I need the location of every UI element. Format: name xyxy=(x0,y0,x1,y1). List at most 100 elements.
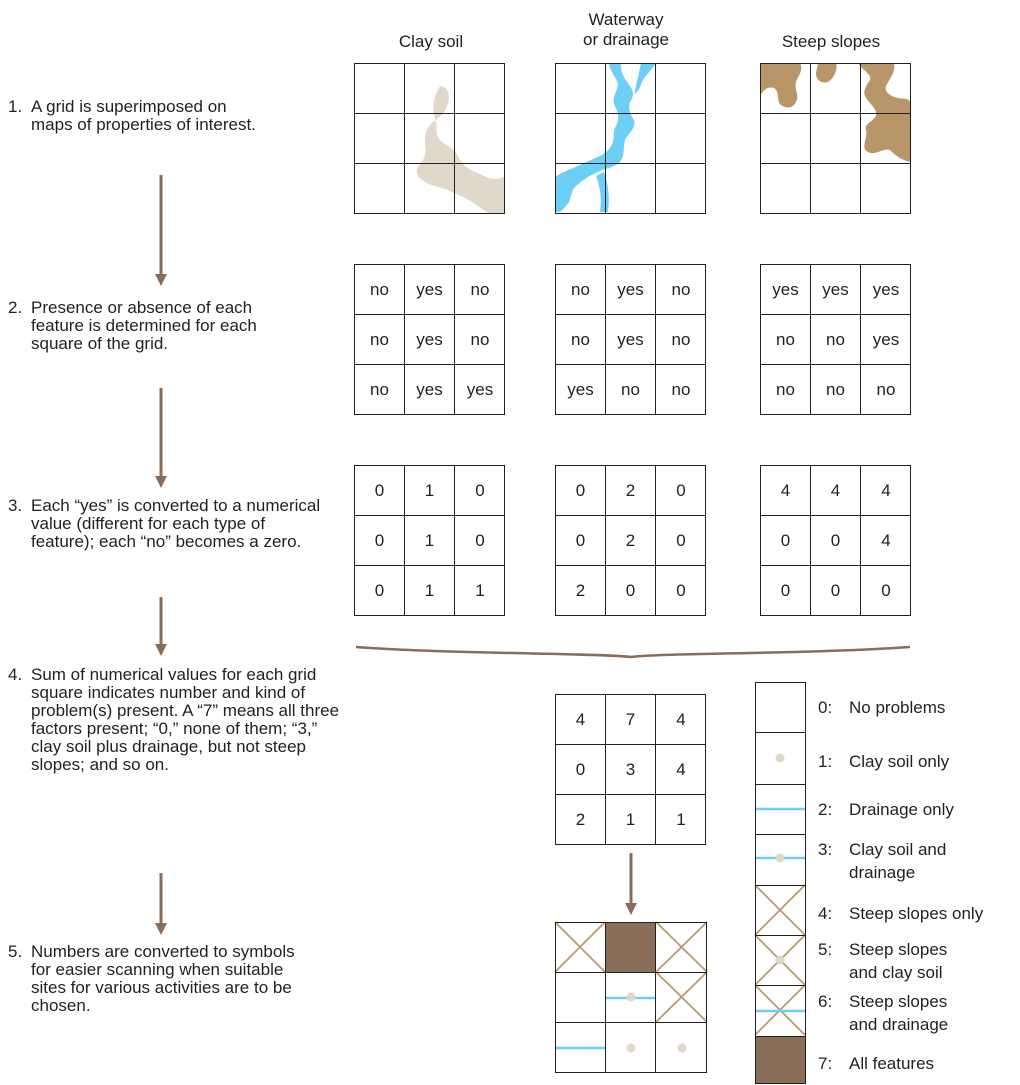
grid-cell: 2 xyxy=(606,516,656,566)
legend-text: Clay soil only xyxy=(849,750,949,773)
legend-item-3: 3: Clay soil and drainage xyxy=(818,838,968,884)
grid-cell: 4 xyxy=(761,466,811,516)
grid-cell: 4 xyxy=(861,466,911,516)
legend-column xyxy=(755,682,806,1084)
grid-cell: yes xyxy=(556,365,606,415)
grid-cell: 0 xyxy=(656,516,706,566)
value-grid-waterway: 0 2 0 0 2 0 2 0 0 xyxy=(555,465,706,616)
grid-cell: no xyxy=(355,315,405,365)
grid-cell: 4 xyxy=(861,516,911,566)
grid-cell: no xyxy=(811,315,861,365)
grid-cell: no xyxy=(656,265,706,315)
sum-to-symbol-arrow xyxy=(625,853,637,915)
grid-cell: 1 xyxy=(606,795,656,845)
sum-grid: 4 7 4 0 3 4 2 1 1 xyxy=(555,694,706,845)
grid-cell: no xyxy=(455,265,505,315)
grid-cell: 1 xyxy=(405,566,455,616)
legend-text: Steep slopes and drainage xyxy=(849,990,978,1036)
grid-cell: 7 xyxy=(606,695,656,745)
grid-cell: 0 xyxy=(761,516,811,566)
legend-text: Steep slopes only xyxy=(849,902,983,925)
legend-item-2: 2: Drainage only xyxy=(818,798,954,821)
grid-cell: 0 xyxy=(761,566,811,616)
grid-cell: 0 xyxy=(556,745,606,795)
legend-item-6: 6: Steep slopes and drainage xyxy=(818,990,978,1036)
legend-text: Steep slopes and clay soil xyxy=(849,938,978,984)
summing-brace xyxy=(356,647,910,657)
grid-cell: yes xyxy=(455,365,505,415)
grid-cell: 0 xyxy=(455,466,505,516)
legend-key: 3: xyxy=(818,838,832,861)
grid-cell: 0 xyxy=(811,516,861,566)
grid-cell: 1 xyxy=(455,566,505,616)
step-arrow-4 xyxy=(155,873,167,935)
legend-text: Clay soil and drainage xyxy=(849,838,968,884)
grid-cell: 2 xyxy=(556,795,606,845)
presence-grid-clay: no yes no no yes no no yes yes xyxy=(354,264,505,415)
symbol-grid xyxy=(555,922,707,1073)
grid-cell: 4 xyxy=(556,695,606,745)
step-arrow-2 xyxy=(155,388,167,488)
grid-cell: no xyxy=(355,265,405,315)
grid-cell: no xyxy=(761,365,811,415)
legend-key: 6: xyxy=(818,990,832,1013)
grid-cell: yes xyxy=(811,265,861,315)
grid-cell: 2 xyxy=(606,466,656,516)
grid-cell: yes xyxy=(606,265,656,315)
grid-cell: 0 xyxy=(355,466,405,516)
grid-cell: no xyxy=(761,315,811,365)
grid-cell: 4 xyxy=(656,695,706,745)
map-grid-slopes xyxy=(760,63,911,214)
grid-cell: no xyxy=(556,265,606,315)
grid-cell: no xyxy=(556,315,606,365)
grid-cell: no xyxy=(811,365,861,415)
grid-cell: 0 xyxy=(656,566,706,616)
legend-item-1: 1: Clay soil only xyxy=(818,750,949,773)
grid-cell: yes xyxy=(861,315,911,365)
grid-cell: 1 xyxy=(405,516,455,566)
legend-key: 1: xyxy=(818,750,832,773)
grid-cell: 4 xyxy=(811,466,861,516)
presence-grid-waterway: no yes no no yes no yes no no xyxy=(555,264,706,415)
grid-cell: yes xyxy=(405,365,455,415)
grid-cell: 2 xyxy=(556,566,606,616)
grid-cell: 0 xyxy=(556,516,606,566)
legend-item-0: 0: No problems xyxy=(818,696,945,719)
legend-item-5: 5: Steep slopes and clay soil xyxy=(818,938,978,984)
value-grid-slopes: 4 4 4 0 0 4 0 0 0 xyxy=(760,465,911,616)
legend-text: Drainage only xyxy=(849,798,954,821)
map-grid-waterway xyxy=(555,63,706,214)
grid-cell: 4 xyxy=(656,745,706,795)
grid-cell: no xyxy=(656,315,706,365)
step-arrow-3 xyxy=(155,597,167,656)
grid-cell: 0 xyxy=(556,466,606,516)
legend-key: 4: xyxy=(818,902,832,925)
grid-cell: yes xyxy=(761,265,811,315)
grid-cell: yes xyxy=(861,265,911,315)
grid-cell: yes xyxy=(606,315,656,365)
grid-cell: 0 xyxy=(606,566,656,616)
grid-cell: 1 xyxy=(656,795,706,845)
legend-item-4: 4: Steep slopes only xyxy=(818,902,983,925)
value-grid-clay: 0 1 0 0 1 0 0 1 1 xyxy=(354,465,505,616)
map-grid-clay xyxy=(354,63,505,214)
grid-cell: yes xyxy=(405,315,455,365)
grid-cell: no xyxy=(355,365,405,415)
grid-cell: 0 xyxy=(355,516,405,566)
grid-cell: 0 xyxy=(811,566,861,616)
legend-key: 2: xyxy=(818,798,832,821)
step-arrow-1 xyxy=(155,175,167,286)
grid-cell: 0 xyxy=(861,566,911,616)
grid-cell: no xyxy=(455,315,505,365)
presence-grid-slopes: yes yes yes no no yes no no no xyxy=(760,264,911,415)
grid-cell: 0 xyxy=(656,466,706,516)
legend-key: 5: xyxy=(818,938,832,961)
grid-cell: 0 xyxy=(355,566,405,616)
grid-cell: no xyxy=(656,365,706,415)
legend-key: 0: xyxy=(818,696,832,719)
grid-cell: 1 xyxy=(405,466,455,516)
legend-key: 7: xyxy=(818,1052,832,1075)
grid-cell: 0 xyxy=(455,516,505,566)
grid-cell: 3 xyxy=(606,745,656,795)
legend-text: No problems xyxy=(849,696,945,719)
